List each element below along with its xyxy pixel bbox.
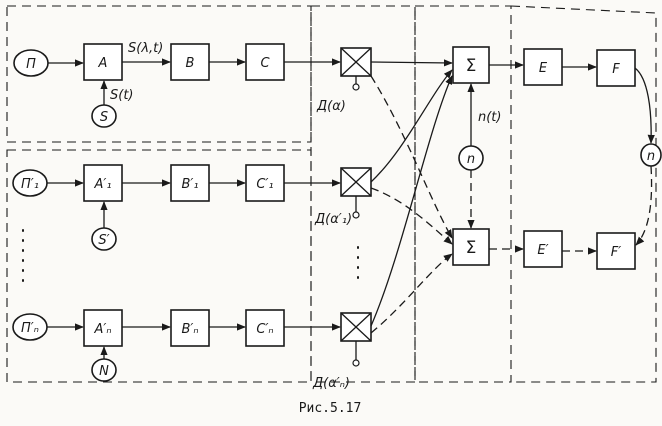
frame-top-group — [6, 5, 312, 143]
block-e — [523, 48, 563, 86]
row-n: П′ₙ A′ₙ N B′ₙ C′ₙ Д(α′ₙ) — [12, 309, 372, 391]
block-e-label: E — [539, 61, 548, 76]
link-mod-1-sum-top — [370, 69, 453, 183]
link-mod-n-sum-top — [370, 75, 453, 327]
frames — [6, 5, 657, 383]
source-p-label: П — [26, 57, 36, 72]
row-main: П A S S(t) S(λ,t) B C Д(α) — [13, 41, 372, 128]
link-mod-n-sum-bottom — [370, 253, 453, 334]
wire-f-noise-right — [634, 67, 655, 144]
block-b1-label: B′₁ — [181, 177, 198, 192]
link-mod-top-sum-bottom — [370, 75, 453, 239]
block-an — [83, 309, 123, 347]
sum-bottom-symbol: Σ — [466, 238, 477, 258]
row-1: П′₁ A′₁ S′ B′₁ C′₁ Д(α′₁) — [12, 164, 372, 251]
block-an-label: A′ₙ — [93, 322, 111, 337]
block-b — [170, 43, 210, 81]
label-d-alpha: Д(α) — [316, 99, 346, 114]
block-f-label: F — [612, 62, 620, 77]
source-s1-label: S′ — [98, 233, 109, 248]
noise-source-left-label: n — [467, 152, 475, 167]
block-c1-label: C′₁ — [256, 177, 273, 192]
figure-caption: Рис.5.17 — [299, 401, 362, 416]
block-bn — [170, 309, 210, 347]
frame-output-column — [510, 5, 657, 383]
source-pn-label: П′ₙ — [21, 321, 39, 336]
label-d-alpha1: Д(α′₁) — [314, 212, 352, 227]
block-e1-label: E′ — [537, 243, 548, 258]
block-f — [596, 49, 636, 87]
label-s-lambda-t: S(λ,t) — [128, 41, 163, 56]
link-mod-top-sum-top — [370, 59, 453, 67]
modulator-top-cross-2 — [340, 47, 372, 77]
label-n-t: n(t) — [478, 110, 501, 125]
block-c-label: C — [260, 56, 270, 71]
block-b-label: B — [186, 56, 195, 71]
sum-bottom — [452, 228, 490, 266]
block-f1-label: F′ — [611, 245, 621, 260]
noise-source-right-label: n — [647, 149, 655, 164]
label-d-alphan: Д(α′ₙ) — [312, 376, 350, 391]
source-p1-label: П′₁ — [21, 177, 39, 192]
source-n-label: N — [99, 364, 109, 379]
modulator-n-cross-2 — [340, 312, 372, 342]
source-s-label: S — [100, 110, 108, 125]
block-cn-label: C′ₙ — [256, 322, 273, 337]
frame-summation-column — [414, 5, 512, 383]
sum-top-symbol: Σ — [466, 56, 477, 76]
modulator-top-control-dot — [352, 83, 360, 91]
modulator-n-control-dot — [352, 359, 360, 367]
block-a-label: A — [98, 56, 108, 71]
link-mod-1-sum-bottom — [370, 187, 453, 245]
modulator-1-control-dot — [352, 211, 360, 219]
wire-noise-right-f1 — [635, 165, 653, 246]
block-bn-label: B′ₙ — [181, 322, 198, 337]
block-e1 — [523, 230, 563, 268]
block-a — [83, 43, 123, 81]
label-s-t: S(t) — [110, 88, 134, 103]
block-a1-label: A′₁ — [93, 177, 111, 192]
block-cn — [245, 309, 285, 347]
modulator-1-cross-2 — [340, 167, 372, 197]
block-f1 — [596, 232, 636, 270]
frame-lower-group — [6, 149, 312, 383]
